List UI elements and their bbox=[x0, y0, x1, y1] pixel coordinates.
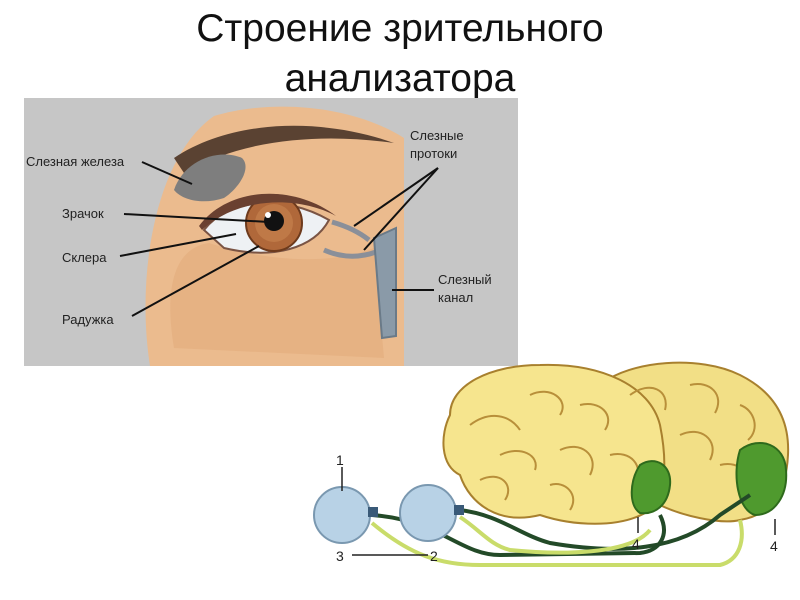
label-1: 1 bbox=[336, 452, 344, 468]
label-ducts-line1: Слезные bbox=[410, 128, 464, 143]
right-gyri bbox=[629, 383, 756, 494]
label-sclera: Склера bbox=[62, 250, 107, 265]
left-hemisphere bbox=[442, 363, 666, 525]
nerve-light-left bbox=[458, 515, 652, 555]
eyeball-left bbox=[313, 486, 371, 544]
visual-cortex-left bbox=[630, 460, 672, 515]
eyebrow bbox=[174, 125, 394, 173]
lacrimal-duct-upper bbox=[331, 219, 371, 242]
title-line-1: Строение зрительного bbox=[196, 7, 604, 50]
label-2: 2 bbox=[430, 548, 438, 564]
eyeball-right-nerve-root bbox=[454, 505, 464, 515]
leader-gland bbox=[141, 161, 193, 185]
label-3: 3 bbox=[336, 548, 344, 564]
leader-sclera bbox=[119, 233, 237, 257]
leader-pupil bbox=[123, 213, 270, 223]
lacrimal-gland-shape bbox=[174, 154, 246, 202]
lacrimal-canal-shape bbox=[372, 226, 397, 340]
leader-duct-2 bbox=[363, 167, 439, 251]
cheek-shading bbox=[170, 243, 384, 358]
label-4-right: 4 bbox=[770, 538, 778, 554]
label-iris: Радужка bbox=[62, 312, 114, 327]
visual-pathway-diagram: 1 3 2 4 4 bbox=[313, 361, 790, 567]
upper-eyelid bbox=[199, 193, 336, 230]
visual-cortex-right bbox=[735, 441, 788, 517]
nerve-dark-right bbox=[459, 493, 752, 551]
left-gyri bbox=[469, 390, 640, 511]
leader-iris bbox=[131, 245, 260, 317]
pupil-highlight bbox=[265, 212, 271, 218]
label-pupil: Зрачок bbox=[62, 206, 104, 221]
title-line-2: анализатора bbox=[284, 57, 516, 100]
eyeball-left-nerve-root bbox=[368, 507, 378, 517]
label-lacrimal-gland: Слезная железа bbox=[26, 154, 125, 169]
label-4-left: 4 bbox=[632, 536, 640, 552]
leader-duct-1 bbox=[353, 167, 439, 227]
lacrimal-duct-lower bbox=[322, 247, 377, 259]
label-canal-line2: канал bbox=[438, 290, 473, 305]
label-ducts-line2: протоки bbox=[410, 146, 457, 161]
eyeball-right bbox=[399, 484, 457, 542]
label-canal-line1: Слезный bbox=[438, 272, 492, 287]
nerve-light-right bbox=[370, 519, 744, 567]
eye-illustration: Слезная железа Зрачок Склера Радужка Сле… bbox=[24, 98, 518, 366]
slide-title: Строение зрительного анализатора bbox=[0, 4, 800, 104]
